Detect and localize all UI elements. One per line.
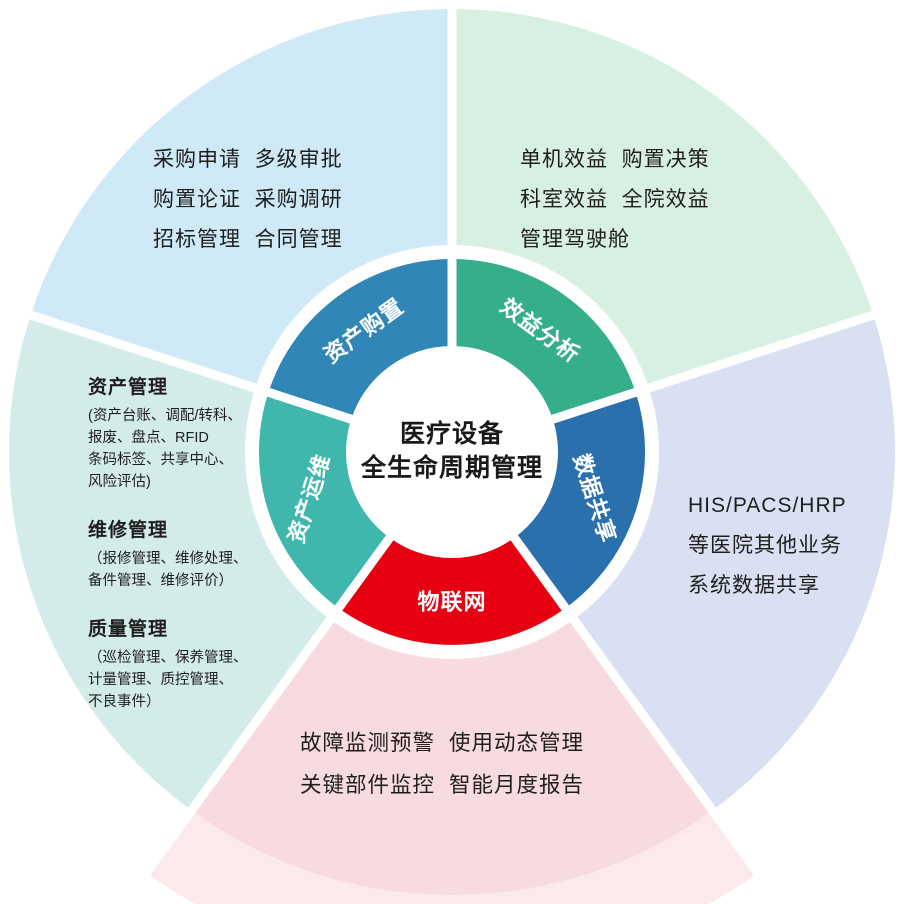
data-share-line: 系统数据共享 — [688, 574, 820, 597]
wedge-asset-purchase-text: 采购申请 多级审批 购置论证 采购调研 招标管理 合同管理 — [153, 140, 343, 260]
center-title-line1: 医疗设备 — [400, 419, 504, 448]
benefit-line: 单机效益 购置决策 — [520, 148, 710, 171]
ring-segment-benefit-analysis — [452, 258, 636, 420]
operation-group-detail: 报废、盘点、RFID — [88, 430, 209, 446]
data-share-line: HIS/PACS/HRP — [688, 494, 847, 517]
center-title-line2: 全生命周期管理 — [360, 453, 543, 482]
benefit-line: 管理驾驶舱 — [520, 228, 630, 251]
ring-segment-asset-purchase — [268, 259, 452, 420]
operation-group-asset-mgmt: 资产管理 (资产台账、调配/转科、 报废、盘点、RFID 条码标签、共享中心、 … — [88, 372, 303, 493]
operation-group-detail: 计量管理、质控管理、 — [88, 672, 233, 688]
purchase-line: 采购申请 多级审批 — [153, 148, 343, 171]
operation-group-quality-mgmt: 质量管理 （巡检管理、保养管理、 计量管理、质控管理、 不良事件） — [88, 614, 303, 713]
operation-group-detail: 备件管理、维修评价） — [88, 573, 233, 589]
benefit-line: 科室效益 全院效益 — [520, 188, 710, 211]
ring-label-iot: 物联网 — [417, 590, 486, 615]
operation-group-detail: （报修管理、维修处理、 — [88, 551, 248, 567]
operation-group-detail: 条码标签、共享中心、 — [88, 452, 233, 468]
wedge-benefit-analysis — [452, 9, 874, 388]
wedge-asset-purchase — [30, 9, 452, 388]
operation-group-detail: 不良事件） — [88, 694, 161, 710]
wedge-asset-operation-text: 资产管理 (资产台账、调配/转科、 报废、盘点、RFID 条码标签、共享中心、 … — [88, 372, 303, 735]
ring-segment-asset-operation — [258, 392, 390, 609]
wedge-iot-text: 故障监测预警 使用动态管理 关键部件监控 智能月度报告 — [300, 722, 584, 806]
ring-segment-iot — [338, 537, 566, 645]
purchase-line: 购置论证 采购调研 — [153, 188, 343, 211]
wedge-iot — [191, 619, 713, 896]
ring-segment-data-share — [514, 392, 646, 609]
operation-group-detail: （巡检管理、保养管理、 — [88, 650, 248, 666]
iot-line: 故障监测预警 使用动态管理 — [300, 731, 584, 755]
operation-group-repair-mgmt: 维修管理 （报修管理、维修处理、 备件管理、维修评价） — [88, 515, 303, 592]
sector-divider-northwest — [0, 300, 361, 426]
data-share-line: 等医院其他业务 — [688, 534, 842, 557]
sector-divider-southeast — [505, 528, 785, 904]
operation-group-detail: (资产台账、调配/转科、 — [88, 408, 242, 424]
purchase-line: 招标管理 合同管理 — [153, 228, 343, 251]
sector-divider-southwest — [119, 528, 399, 904]
sector-divider-northeast — [543, 300, 904, 426]
iot-line: 关键部件监控 智能月度报告 — [300, 773, 584, 797]
operation-group-detail: 风险评估) — [88, 474, 151, 490]
wedge-asset-operation — [9, 315, 331, 811]
operation-group-title: 维修管理 — [88, 520, 169, 541]
wedge-benefit-analysis-text: 单机效益 购置决策 科室效益 全院效益 管理驾驶舱 — [520, 140, 710, 260]
wedge-data-share — [573, 315, 895, 811]
wedge-data-share-text: HIS/PACS/HRP 等医院其他业务 系统数据共享 — [688, 486, 847, 606]
operation-group-title: 质量管理 — [88, 619, 169, 640]
operation-group-title: 资产管理 — [88, 377, 169, 398]
